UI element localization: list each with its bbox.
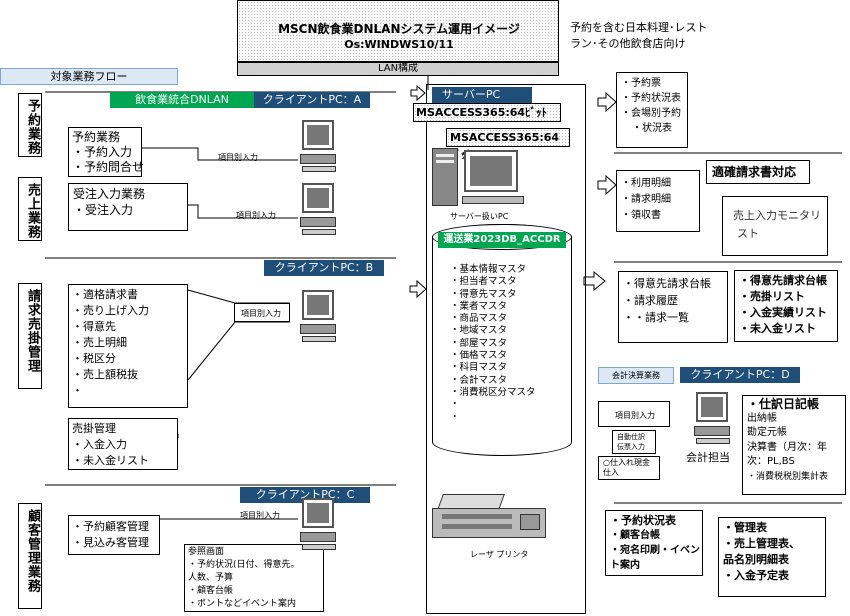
server-pc-icon <box>432 148 532 210</box>
accounting-label: 会計決算業務 <box>598 367 674 384</box>
accountant-label: 会計担当 <box>686 451 730 464</box>
title-line2: Os:WINDWS10/11 <box>344 38 454 51</box>
section-sales: 売上業務 <box>18 177 42 241</box>
ar-box: 売掛管理・入金入力・未入金リスト <box>68 418 178 470</box>
client-d-label: クライアントPC：D <box>680 367 800 383</box>
printer-icon <box>432 494 550 544</box>
reserve-box: 予約業務・予約入力・予約問合せ <box>68 127 144 177</box>
master-list: ・基本情報マスタ・担当者マスタ・得意先マスタ・業者マスタ・商品マスタ・地域マスタ… <box>450 264 536 423</box>
item-input-label-a2: 項目別入力 <box>236 211 276 220</box>
database-cylinder <box>432 224 572 456</box>
item-input-label-a: 項目別入力 <box>218 153 258 162</box>
server-title: サーバーPC <box>432 87 532 103</box>
pc-b-icon <box>300 290 336 344</box>
journal-box: ・仕訳日記帳出納帳勘定元帳決算書（月次：年次：PL,BS・消費税税別集計表 <box>742 395 846 495</box>
ar-docs: ・得意先請求台帳・売掛リスト・入金実績リスト・未入金リスト <box>734 270 838 342</box>
ms-access-1: MSACCESS365:64ﾋﾞｯﾄ <box>413 103 561 122</box>
dnlan-label: 飲食業統合DNLAN <box>110 92 254 108</box>
flow-label: 対象業務フロー <box>0 68 178 85</box>
sales-box: 受注入力業務・受注入力 <box>68 183 188 231</box>
item-input-label-c: 項目別入力 <box>240 511 280 520</box>
ms-access-2: MSACCESS365:64ﾋﾞｯﾄ <box>446 128 570 161</box>
auto-journal-box: 自動仕訳伝票入力 <box>612 430 656 454</box>
section-billing: 請求売掛管理 <box>18 283 42 389</box>
purchase-box: ○仕入れ現金仕入 <box>598 456 660 480</box>
sales-monitor-list: 売上入力モニタリスト <box>722 196 828 256</box>
pc-d-icon <box>694 392 730 446</box>
target-note: 予約を含む日本料理･レストラン･その他飲食店向け <box>570 21 708 50</box>
management-docs: ・管理表・売上管理表、品名別明細表・入金予定表 <box>718 517 826 597</box>
server-region <box>426 84 586 614</box>
billing-box: ・適格請求書・売り上げ入力・得意先・売上明細・税区分・売上額税抜・ <box>68 284 188 408</box>
section-reserve: 予約業務 <box>18 93 42 157</box>
section-customer: 顧客管理業務 <box>18 503 42 609</box>
item-input-label-b: 項目別入力 <box>234 303 290 322</box>
client-a-label: クライアントPC：A <box>254 92 370 108</box>
billing-docs: 利用明細請求明細領収書 <box>616 170 700 232</box>
reservation-status-docs: ・予約状況表・顧客台帳・宛名印刷・イベント案内 <box>605 510 703 576</box>
server-caption: サーバー扱いPC <box>450 212 509 221</box>
db-title: 運送業2023DB_ACCDR <box>438 232 566 248</box>
client-c-label: クライアントPC：C <box>240 487 370 503</box>
title-line1: MSCN飲食業DNLANシステム運用イメージ <box>278 22 520 36</box>
item-input-label-d: 項目別入力 <box>598 401 670 427</box>
title-box: MSCN飲食業DNLANシステム運用イメージ Os:WINDWS10/11 <box>237 0 559 62</box>
pc-a-icon <box>300 120 336 174</box>
reservation-docs: 予約票予約状況表会場別予約状況表 <box>616 72 688 148</box>
pc-a2-icon <box>300 183 336 237</box>
reference-box: 参照画面・予約状況(日付、得意先。人数、予算・顧客台帳・ボントなどイベント案内 <box>184 544 324 612</box>
invoice-label: 適確請求書対応 <box>706 160 810 184</box>
lan-bar: LAN構成 <box>237 62 559 76</box>
receivable-docs: ・得意先請求台帳・請求履歴・・請求一覧 <box>618 271 728 343</box>
pc-c-icon <box>300 498 336 552</box>
printer-caption: レーザ プリンタ <box>470 550 529 559</box>
client-b-label: クライアントPC：B <box>264 260 384 276</box>
customer-box: ・予約顧客管理・見込み客管理 <box>68 515 160 555</box>
